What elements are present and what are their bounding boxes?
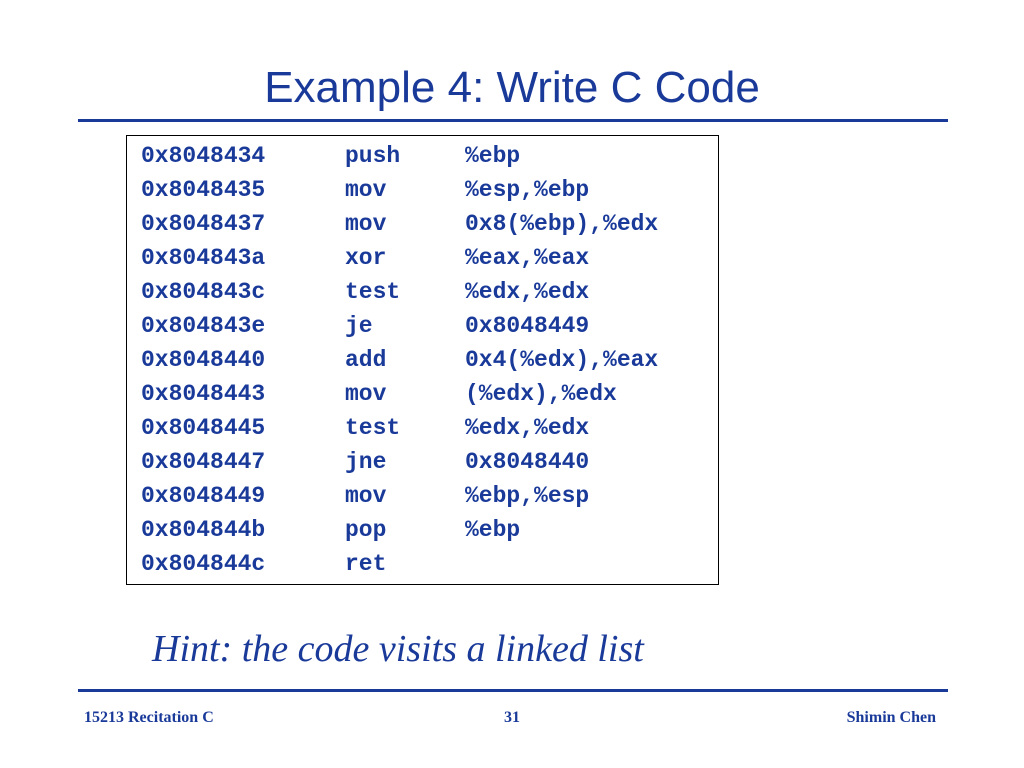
code-address: 0x8048443 [141, 381, 266, 407]
code-line: 0x804843c test %edx,%edx [141, 275, 711, 309]
code-address: 0x8048435 [141, 177, 266, 203]
code-line: 0x8048449 mov %ebp,%esp [141, 479, 711, 513]
assembly-code-box: 0x8048434 push %ebp 0x8048435 mov %esp,%… [126, 135, 719, 585]
code-opcode: jne [345, 449, 387, 475]
code-line: 0x804843e je 0x8048449 [141, 309, 711, 343]
code-opcode: mov [345, 211, 387, 237]
code-address: 0x8048447 [141, 449, 266, 475]
code-opcode: add [345, 347, 387, 373]
code-line: 0x8048447 jne 0x8048440 [141, 445, 711, 479]
code-operands: %ebp [465, 143, 521, 169]
code-opcode: push [345, 143, 401, 169]
code-operands: 0x4(%edx),%eax [465, 347, 659, 373]
code-address: 0x8048437 [141, 211, 266, 237]
code-address: 0x8048440 [141, 347, 266, 373]
code-opcode: mov [345, 381, 387, 407]
code-opcode: mov [345, 177, 387, 203]
code-line: 0x8048445 test %edx,%edx [141, 411, 711, 445]
code-line: 0x8048435 mov %esp,%ebp [141, 173, 711, 207]
hint-text: Hint: the code visits a linked list [152, 628, 644, 670]
code-address: 0x8048445 [141, 415, 266, 441]
code-opcode: xor [345, 245, 387, 271]
code-opcode: test [345, 279, 401, 305]
code-line: 0x8048434 push %ebp [141, 139, 711, 173]
code-operands: %ebp [465, 517, 521, 543]
slide-title: Example 4: Write C Code [264, 63, 760, 112]
code-line: 0x8048440 add 0x4(%edx),%eax [141, 343, 711, 377]
code-address: 0x804843a [141, 245, 266, 271]
top-divider [78, 119, 948, 122]
code-operands: %edx,%edx [465, 415, 590, 441]
code-operands: 0x8(%ebp),%edx [465, 211, 659, 237]
footer-author: Shimin Chen [846, 709, 936, 726]
code-operands: %esp,%ebp [465, 177, 590, 203]
code-operands: 0x8048449 [465, 313, 590, 339]
code-operands: (%edx),%edx [465, 381, 617, 407]
code-opcode: ret [345, 551, 387, 577]
code-line: 0x8048443 mov (%edx),%edx [141, 377, 711, 411]
code-operands: %eax,%eax [465, 245, 590, 271]
code-line: 0x804843a xor %eax,%eax [141, 241, 711, 275]
code-address: 0x804844c [141, 551, 266, 577]
footer-page-number: 31 [504, 709, 520, 726]
code-opcode: test [345, 415, 401, 441]
bottom-divider [78, 689, 948, 692]
code-address: 0x804844b [141, 517, 266, 543]
code-line: 0x804844b pop %ebp [141, 513, 711, 547]
code-address: 0x804843e [141, 313, 266, 339]
code-line: 0x804844c ret [141, 547, 711, 581]
code-opcode: je [345, 313, 373, 339]
code-address: 0x804843c [141, 279, 266, 305]
footer-course: 15213 Recitation C [84, 709, 214, 726]
code-opcode: mov [345, 483, 387, 509]
code-operands: %ebp,%esp [465, 483, 590, 509]
code-opcode: pop [345, 517, 387, 543]
code-line: 0x8048437 mov 0x8(%ebp),%edx [141, 207, 711, 241]
code-address: 0x8048434 [141, 143, 266, 169]
code-operands: %edx,%edx [465, 279, 590, 305]
code-address: 0x8048449 [141, 483, 266, 509]
code-operands: 0x8048440 [465, 449, 590, 475]
